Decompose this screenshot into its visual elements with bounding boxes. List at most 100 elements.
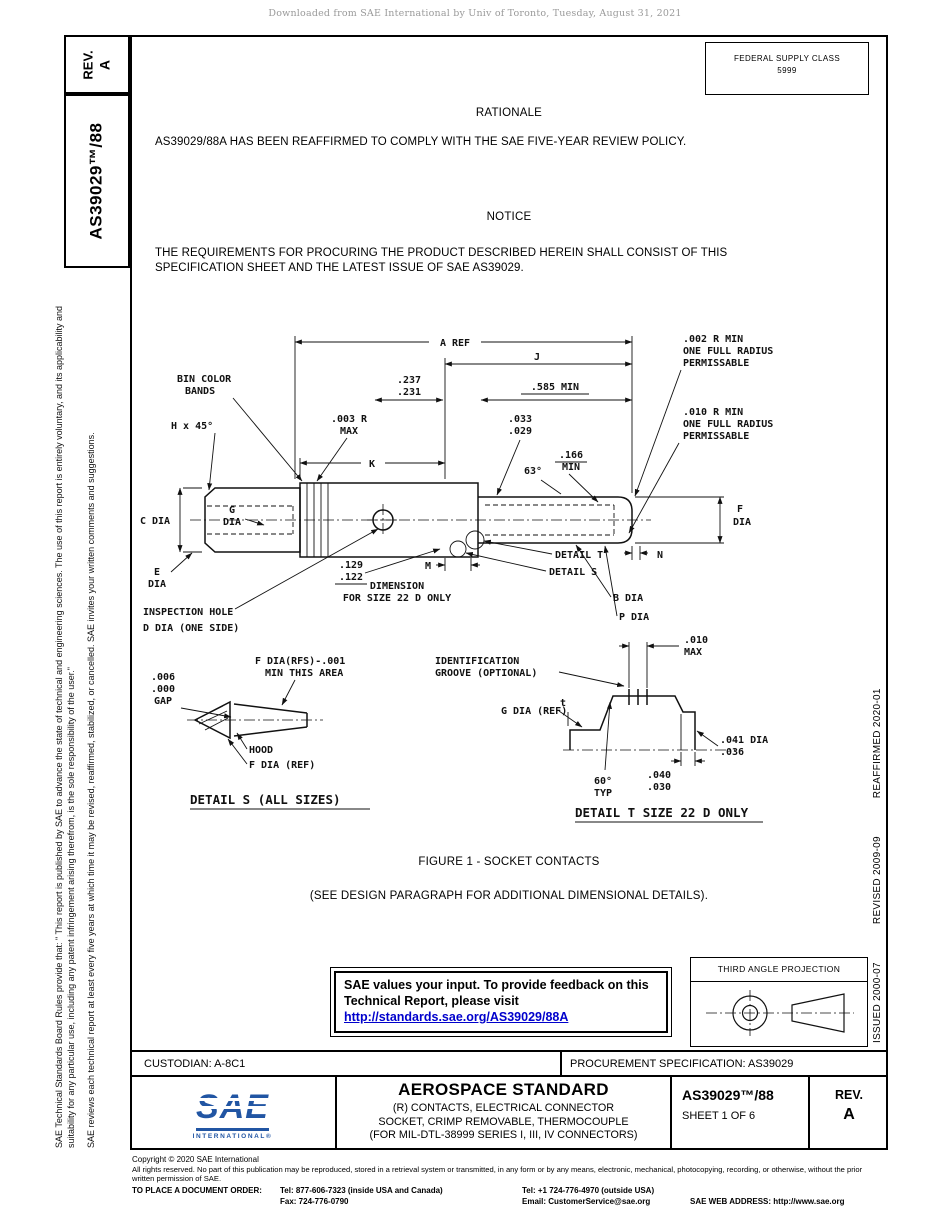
label-g: G (229, 505, 235, 516)
figure-caption: FIGURE 1 - SOCKET CONTACTS (418, 856, 600, 868)
fsc-label: FEDERAL SUPPLY CLASS (733, 54, 841, 63)
label-detail-s-ref: DETAIL S (549, 567, 597, 578)
label-006: .006 (151, 672, 175, 683)
figure-1-drawing: A REF J .237 .231 .585 MIN .033 .029 .00… (140, 334, 773, 823)
tel-inside-usa: Tel: 877-606-7323 (inside USA and Canada… (280, 1186, 443, 1196)
rev-label-footer: REV. (834, 1088, 864, 1102)
label-010-groove: .010 (684, 635, 708, 646)
label-002-r2: ONE FULL RADIUS (683, 346, 773, 357)
title-line-1: (R) CONTACTS, ELECTRICAL CONNECTOR (392, 1102, 615, 1114)
title-line-2: SOCKET, CRIMP REMOVABLE, THERMOCOUPLE (378, 1115, 629, 1128)
label-166: .166 (559, 450, 583, 461)
rev-cell: REV. A (808, 1077, 888, 1150)
label-029: .029 (508, 426, 532, 437)
contact-outline (190, 482, 651, 558)
left-legal-text-2: SAE reviews each technical report at lea… (86, 432, 96, 1148)
label-166-min: MIN (562, 462, 580, 473)
label-m: M (425, 561, 431, 572)
email-address: Email: CustomerService@sae.org (522, 1197, 651, 1207)
rationale-heading: RATIONALE (475, 107, 543, 119)
feedback-line2: Technical Report, please visit (344, 994, 519, 1008)
web-address: SAE WEB ADDRESS: http://www.sae.org (690, 1197, 845, 1207)
label-hood: HOOD (249, 745, 273, 756)
label-63-deg: 63° (524, 466, 542, 477)
doc-number-footer: AS39029™/88 (682, 1087, 774, 1103)
figure-labels: A REF J .237 .231 .585 MIN .033 .029 .00… (140, 334, 773, 820)
label-n: N (657, 550, 663, 561)
rev-box: REV. A (64, 35, 130, 94)
sae-logo-stripe (191, 1105, 274, 1109)
label-bands: BANDS (185, 386, 215, 397)
label-k: K (369, 459, 375, 470)
standard-title-cell: AEROSPACE STANDARD (R) CONTACTS, ELECTRI… (335, 1077, 670, 1150)
label-inspection-hole: INSPECTION HOLE (143, 607, 233, 618)
figure-subcaption: (SEE DESIGN PARAGRAPH FOR ADDITIONAL DIM… (309, 890, 709, 902)
label-j: J (534, 352, 540, 363)
label-d-dia: D DIA (ONE SIDE) (143, 623, 239, 634)
label-t: t (560, 698, 566, 709)
label-231: .231 (397, 387, 421, 398)
label-e: E (154, 567, 160, 578)
dimension-lines (170, 336, 724, 617)
sae-logo-subtext: INTERNATIONAL® (192, 1132, 273, 1140)
title-block: SAE INTERNATIONAL® AEROSPACE STANDARD (R… (130, 1075, 888, 1150)
detail-t-drawing (558, 642, 763, 823)
federal-supply-class-box: FEDERAL SUPPLY CLASS 5999 (705, 42, 869, 95)
rights-text: All rights reserved. No part of this pub… (132, 1165, 863, 1184)
label-c-dia: C DIA (140, 516, 170, 527)
label-groove-optional: GROOVE (OPTIONAL) (435, 668, 537, 679)
rev-label: REV. (81, 49, 96, 80)
label-g-dia: DIA (223, 517, 241, 528)
label-010-r3: PERMISSABLE (683, 431, 749, 442)
rev-value: A (97, 59, 113, 70)
label-030: .030 (647, 782, 671, 793)
label-f-dia-rfs: F DIA(RFS)-.001 (255, 656, 345, 667)
rationale-body: AS39029/88A HAS BEEN REAFFIRMED TO COMPL… (155, 136, 687, 148)
label-p-dia: P DIA (619, 612, 649, 623)
third-angle-projection-icon (706, 990, 854, 1036)
feedback-box: SAE values your input. To provide feedba… (330, 967, 672, 1037)
label-010-r: .010 R MIN (683, 407, 743, 418)
status-reaffirmed: REAFFIRMED 2020-01 (872, 688, 883, 799)
custodian: CUSTODIAN: A-8C1 (144, 1058, 246, 1070)
notice-body: THE REQUIREMENTS FOR PROCURING THE PRODU… (155, 247, 728, 274)
label-002-r3: PERMISSABLE (683, 358, 749, 369)
status-revised: REVISED 2009-09 (872, 836, 883, 925)
fsc-value: 5999 (777, 66, 797, 75)
download-notice: Downloaded from SAE International by Uni… (268, 8, 682, 19)
label-detail-t-ref: DETAIL T (555, 550, 603, 561)
sae-logo-underline (196, 1127, 269, 1131)
label-bin-color: BIN COLOR (177, 374, 232, 385)
status-issued: ISSUED 2000-07 (872, 962, 883, 1043)
label-identification: IDENTIFICATION (435, 656, 519, 667)
doc-number-box: AS39029™/88 (64, 94, 130, 268)
projection-label: THIRD ANGLE PROJECTION (691, 958, 867, 982)
custodian-row: CUSTODIAN: A-8C1 PROCUREMENT SPECIFICATI… (130, 1050, 888, 1075)
notice-heading: NOTICE (486, 211, 532, 223)
label-129: .129 (339, 560, 363, 571)
label-60-typ: TYP (594, 788, 612, 799)
label-002-r: .002 R MIN (683, 334, 743, 345)
feedback-line1: SAE values your input. To provide feedba… (344, 978, 649, 992)
sae-logo: SAE INTERNATIONAL® (130, 1077, 335, 1150)
copyright-line: Copyright © 2020 SAE International (132, 1155, 259, 1164)
feedback-link[interactable]: http://standards.sae.org/AS39029/88A (344, 1010, 569, 1024)
rev-value-footer: A (843, 1106, 855, 1123)
label-f-dia-ref: F DIA (REF) (249, 760, 315, 771)
third-angle-projection-box: THIRD ANGLE PROJECTION (690, 957, 868, 1047)
copyright-block: Copyright © 2020 SAE International All r… (132, 1155, 890, 1210)
left-legal-text-1: SAE Technical Standards Board Rules prov… (54, 305, 76, 1148)
label-60-deg: 60° (594, 776, 612, 787)
order-label: TO PLACE A DOCUMENT ORDER: (132, 1186, 262, 1196)
label-036: .036 (720, 747, 744, 758)
label-g-dia-ref: G DIA (REF) (501, 706, 567, 717)
label-041-dia: .041 DIA (720, 735, 768, 746)
label-f-dia: DIA (733, 517, 751, 528)
label-000: .000 (151, 684, 175, 695)
revision-status: ISSUED 2000-07 REVISED 2009-09 REAFFIRME… (872, 615, 883, 1043)
label-e-dia: DIA (148, 579, 166, 590)
label-237: .237 (397, 375, 421, 386)
label-min-this-area: MIN THIS AREA (265, 668, 343, 679)
label-122: .122 (339, 572, 363, 583)
